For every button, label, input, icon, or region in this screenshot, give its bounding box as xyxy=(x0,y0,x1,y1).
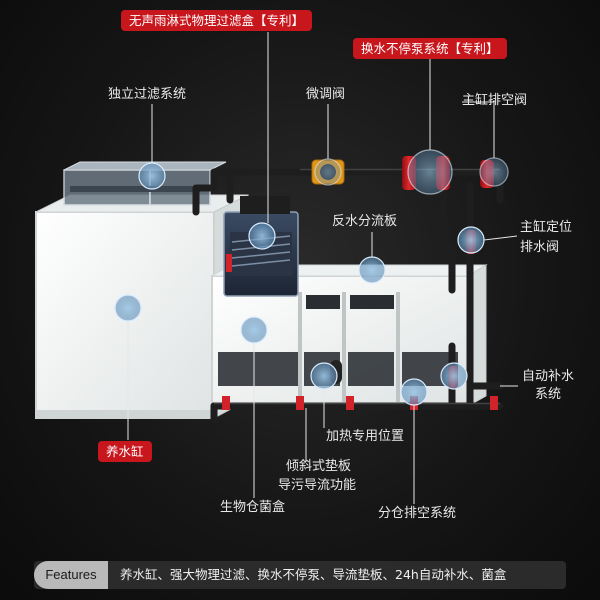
label-compartment-drain: 分仓排空系统 xyxy=(378,506,457,521)
label-auto-refill-line2: 系统 xyxy=(535,387,562,402)
rain-filter-box xyxy=(223,196,299,297)
label-main-tank-drain-valve: 主缸排空阀 xyxy=(462,93,528,108)
label-drain-valve: 排水阀 xyxy=(520,240,560,255)
label-backflow-plate: 反水分流板 xyxy=(332,214,398,229)
features-text: 养水缸、强大物理过滤、换水不停泵、导流垫板、24h自动补水、菌盒 xyxy=(120,567,507,582)
label-fine-valve: 微调阀 xyxy=(306,87,346,102)
features-bar xyxy=(34,561,566,589)
label-bio-box: 生物仓菌盒 xyxy=(220,500,286,515)
label-tilted-plate-line2: 导污导流功能 xyxy=(278,478,357,493)
label-pump-system: 换水不停泵系统【专利】 xyxy=(353,38,507,59)
features-tag: Features xyxy=(34,561,108,589)
label-main-tank-positioning: 主缸定位 xyxy=(520,220,573,235)
label-independent-filter: 独立过滤系统 xyxy=(108,87,187,102)
label-heater-position: 加热专用位置 xyxy=(326,429,405,444)
label-auto-refill-line1: 自动补水 xyxy=(522,369,575,384)
label-patent-filter-box: 无声雨淋式物理过滤盒【专利】 xyxy=(121,10,313,31)
label-tilted-plate-line1: 倾斜式垫板 xyxy=(286,459,352,474)
label-aquarium: 养水缸 xyxy=(98,441,152,462)
leader-lines xyxy=(127,32,518,504)
